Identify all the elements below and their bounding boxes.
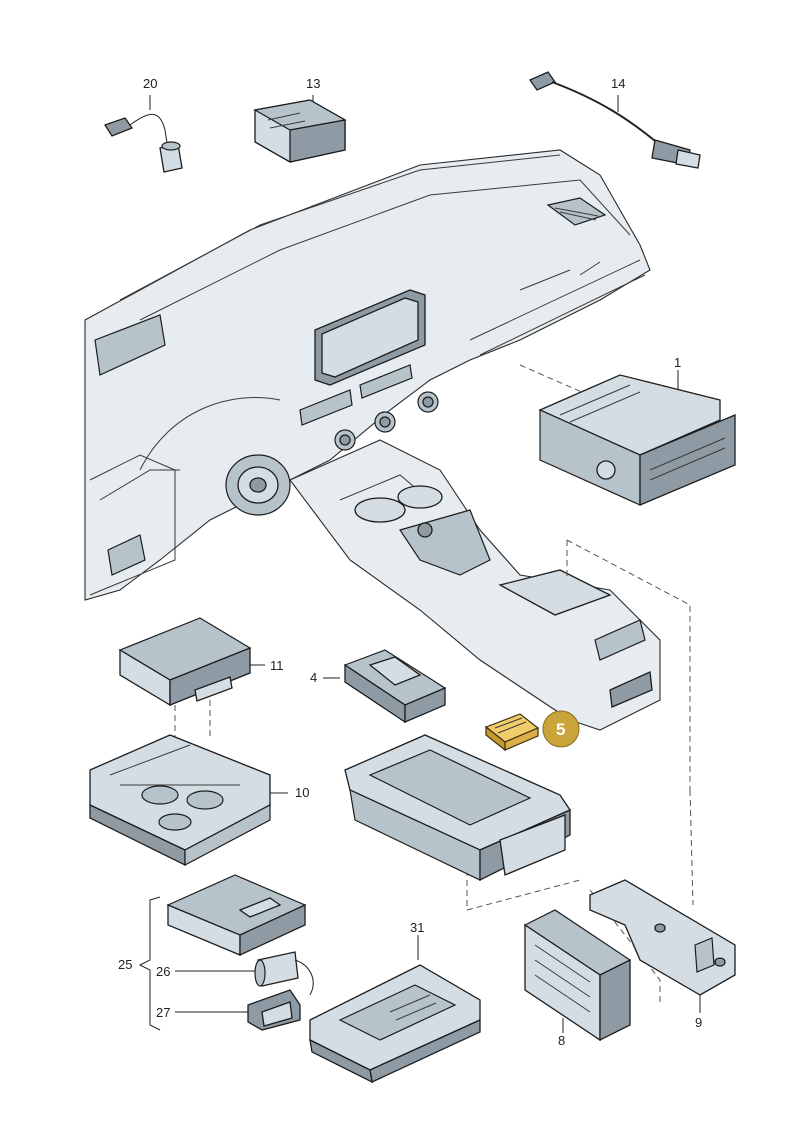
part-13-module (253, 95, 347, 163)
label-11: 11 (270, 658, 284, 673)
part-20-sensor (104, 95, 183, 173)
part-25-module (166, 874, 307, 957)
part-1-head-unit (519, 364, 736, 506)
dashed-guides (466, 539, 694, 1005)
storage-tray (344, 734, 571, 882)
part-11-control-unit (118, 617, 265, 745)
part-14-cable (529, 71, 701, 169)
label-5: 5 (556, 720, 565, 739)
part-27-cover (175, 989, 301, 1031)
part-9-plate (589, 879, 736, 1013)
label-1: 1 (674, 355, 681, 370)
label-4: 4 (310, 670, 317, 685)
label-8: 8 (558, 1033, 565, 1048)
label-25: 25 (118, 957, 132, 972)
label-10: 10 (295, 785, 309, 800)
part-31-frame (309, 935, 481, 1084)
label-20: 20 (143, 76, 157, 91)
part-25-bracket-line (138, 896, 161, 1031)
label-31: 31 (410, 920, 424, 935)
label-27: 27 (156, 1005, 170, 1020)
label-9: 9 (695, 1015, 702, 1030)
label-14: 14 (611, 76, 625, 91)
callout-5: 5 (542, 710, 580, 748)
label-26: 26 (156, 964, 170, 979)
label-13: 13 (306, 76, 320, 91)
part-8-control-module (523, 909, 632, 1042)
part-26-battery (175, 951, 314, 996)
dashboard-illustration (84, 149, 661, 731)
part-10-holder (89, 734, 288, 867)
part-4-module (323, 649, 447, 724)
part-5-connector-highlighted (484, 713, 540, 752)
